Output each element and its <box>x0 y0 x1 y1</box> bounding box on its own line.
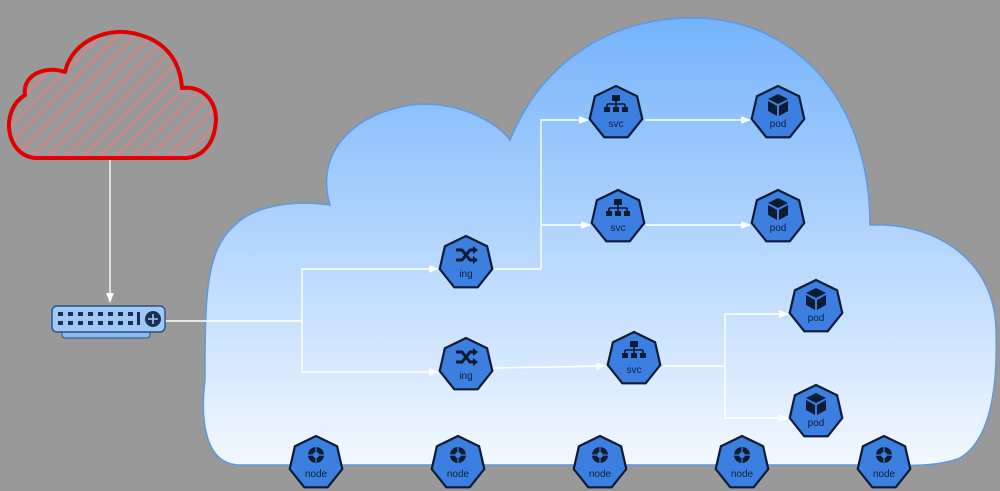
pod-2-label: pod <box>770 223 787 234</box>
svc-3-badge: svc <box>606 330 662 385</box>
node-icon <box>592 447 608 463</box>
node-4-label: node <box>731 469 754 480</box>
connector-svc-3-pod-4 <box>724 366 789 422</box>
node-icon <box>876 447 892 463</box>
node-2-label: node <box>447 469 470 480</box>
pod-3-label: pod <box>808 313 825 324</box>
node-5-label: node <box>873 469 896 480</box>
internet-cloud-icon <box>7 29 218 160</box>
node-3-badge: node <box>572 434 628 489</box>
connectors <box>106 116 789 422</box>
pod-2-badge: pod <box>750 188 806 243</box>
svc-1-label: svc <box>609 119 624 130</box>
node-1-label: node <box>305 469 328 480</box>
connector-ing-2-svc-3 <box>493 362 606 371</box>
k8s-objects: ing ing svc svc svc pod pod pod pod node node node n… <box>288 84 912 489</box>
cube-icon <box>768 198 788 220</box>
pod-4-badge: pod <box>788 383 844 438</box>
node-icon <box>734 447 750 463</box>
cube-icon <box>806 393 826 415</box>
network-switch-icon <box>51 305 166 339</box>
cluster-cloud <box>202 17 998 467</box>
ing-2-label: ing <box>459 371 472 382</box>
svc-3-label: svc <box>627 365 642 376</box>
pod-1-label: pod <box>770 119 787 130</box>
node-4-badge: node <box>714 434 770 489</box>
svc-2-badge: svc <box>590 188 646 243</box>
svc-1-badge: svc <box>588 84 644 139</box>
node-icon <box>450 447 466 463</box>
hierarchy-icon <box>604 95 628 112</box>
ing-1-label: ing <box>459 269 472 280</box>
node-3-label: node <box>589 469 612 480</box>
pod-3-badge: pod <box>788 278 844 333</box>
connector-svc-3-pod-3 <box>663 310 789 367</box>
pod-4-label: pod <box>808 418 825 429</box>
pod-1-badge: pod <box>750 84 806 139</box>
shuffle-arrows-icon <box>456 246 478 264</box>
shuffle-arrows-icon <box>456 348 478 366</box>
ing-1-badge: ing <box>438 234 494 289</box>
node-5-badge: node <box>856 434 912 489</box>
cube-icon <box>768 94 788 116</box>
connector-switch-ing-2 <box>301 321 439 376</box>
connector-switch-ing-1 <box>165 265 439 322</box>
ing-2-badge: ing <box>438 336 494 391</box>
node-2-badge: node <box>430 434 486 489</box>
cube-icon <box>806 288 826 310</box>
hierarchy-icon <box>606 199 630 216</box>
svc-2-label: svc <box>611 223 626 234</box>
node-1-badge: node <box>288 434 344 489</box>
node-icon <box>308 447 324 463</box>
connector-ing-1-svc-1 <box>494 116 589 270</box>
hierarchy-icon <box>622 341 646 358</box>
